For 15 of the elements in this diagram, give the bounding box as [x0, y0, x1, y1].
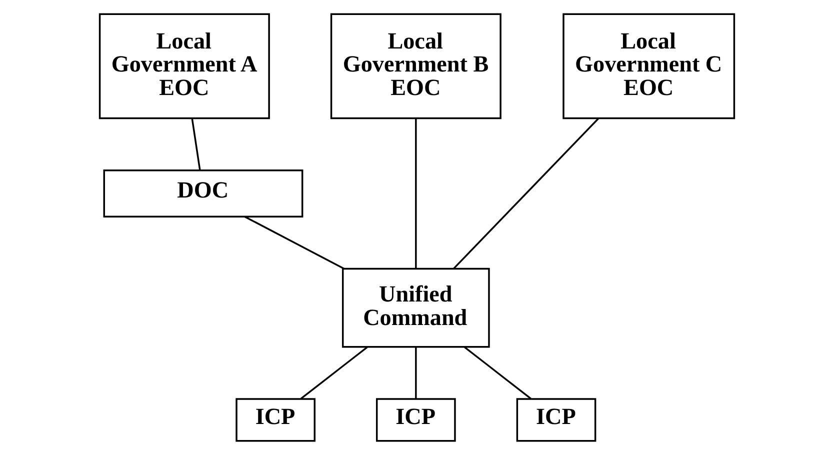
node-box: ICP: [516, 398, 596, 442]
node-box: DOC: [102, 169, 303, 218]
node-box: ICP: [235, 398, 315, 442]
node-box: ICP: [375, 398, 456, 442]
node-box: Unified Command: [341, 268, 490, 348]
connector: [244, 216, 344, 270]
node-box: Local Government B EOC: [330, 13, 501, 120]
connector: [464, 346, 531, 400]
connector: [190, 118, 200, 170]
node-box: Local Government A EOC: [98, 13, 270, 120]
connector: [300, 346, 368, 400]
connector: [452, 118, 598, 270]
node-box: Local Government C EOC: [562, 13, 735, 120]
connector: [414, 347, 416, 399]
connector: [414, 118, 416, 269]
